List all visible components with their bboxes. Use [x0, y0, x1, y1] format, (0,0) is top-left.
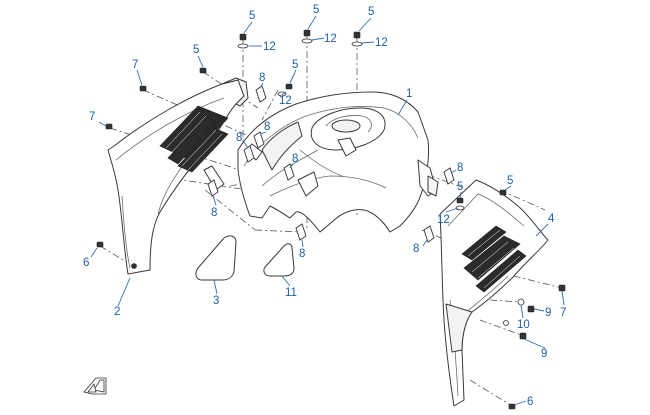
callout-label: 6 [527, 396, 533, 408]
callout-label: 8 [236, 132, 242, 144]
callout-label: 6 [83, 257, 89, 269]
callout-label: 7 [89, 111, 95, 123]
leader-lines [90, 15, 565, 406]
callout-label: 12 [324, 33, 337, 45]
callout-label: 12 [375, 37, 388, 49]
callout-label: 2 [114, 306, 120, 318]
callout-label: 8 [264, 121, 270, 133]
pad-part-11 [263, 243, 295, 277]
callout-label: 1 [406, 88, 412, 100]
left-side-panel [107, 77, 249, 275]
callout-label: 8 [259, 72, 265, 84]
callout-label: 8 [457, 162, 463, 174]
callout-label: 8 [299, 248, 305, 260]
brand-logo-icon [83, 377, 107, 395]
callout-labels: 5 5 5 12 12 12 5 7 8 5 12 1 7 8 8 8 8 5 … [83, 4, 566, 408]
right-side-panel [439, 179, 549, 407]
callout-label: 10 [517, 319, 530, 331]
callout-label: 7 [560, 307, 566, 319]
callout-label: 12 [263, 41, 276, 53]
pad-part-3 [195, 235, 237, 281]
callout-label: 7 [132, 59, 138, 71]
callout-label: 9 [541, 348, 547, 360]
callout-label: 11 [285, 287, 297, 299]
callout-label: 9 [545, 307, 551, 319]
callout-label: 5 [368, 6, 374, 18]
callout-label: 8 [211, 207, 217, 219]
callout-label: 5 [457, 181, 463, 193]
callout-label: 5 [313, 4, 319, 16]
callout-label: 5 [249, 10, 255, 22]
fasteners [96, 29, 566, 410]
callout-label: 12 [279, 95, 292, 107]
callout-label: 3 [213, 295, 219, 307]
front-fender-body [237, 91, 439, 233]
callout-label: 5 [292, 59, 298, 71]
callout-label: 5 [507, 175, 513, 187]
callout-label: 8 [413, 243, 419, 255]
callout-label: 8 [292, 153, 298, 165]
callout-label: 12 [437, 214, 450, 226]
callout-label: 5 [193, 44, 199, 56]
callout-label: 4 [548, 213, 555, 225]
